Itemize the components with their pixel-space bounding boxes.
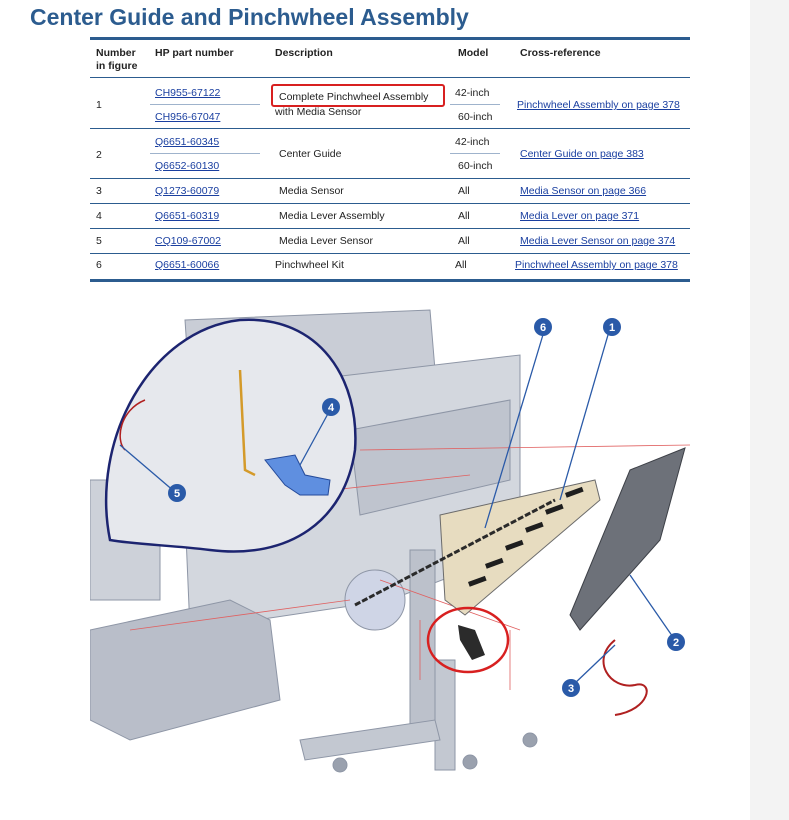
callout-6: 6 xyxy=(534,318,552,336)
callout-5-label: 5 xyxy=(174,488,180,500)
pinchwheel-assembly-illustration xyxy=(354,479,601,616)
row3-model: All xyxy=(458,185,470,197)
row1-model-divider xyxy=(450,104,500,105)
document-page: Center Guide and Pinchwheel Assembly Num… xyxy=(0,0,750,820)
callout-1: 1 xyxy=(603,318,621,336)
highlight-box xyxy=(271,84,445,107)
row1-model-2: 60-inch xyxy=(458,111,493,123)
header-number-line1: Number xyxy=(96,47,136,59)
row2-part-link-2[interactable]: Q6652-60130 xyxy=(155,160,220,172)
row1-number: 1 xyxy=(96,99,102,111)
red-circle-highlight xyxy=(426,606,510,674)
row3-number: 3 xyxy=(96,185,102,197)
callout-6-label: 6 xyxy=(540,322,546,334)
row3-cross-reference-link[interactable]: Media Sensor on page 366 xyxy=(520,185,647,197)
callout-1-label: 1 xyxy=(609,322,615,334)
row2-part-link-1[interactable]: Q6651-60345 xyxy=(155,136,220,148)
callout-3: 3 xyxy=(562,679,580,697)
header-number: Number in figure xyxy=(96,47,137,73)
callout-3-label: 3 xyxy=(568,683,574,695)
row2-description: Center Guide xyxy=(279,148,342,160)
header-number-line2: in figure xyxy=(96,60,138,72)
center-guide-illustration xyxy=(569,447,686,631)
row5-cross-reference-link[interactable]: Media Lever Sensor on page 374 xyxy=(520,235,676,247)
row6-part-link[interactable]: Q6651-60066 xyxy=(155,259,220,271)
row5-model: All xyxy=(458,235,470,247)
row2-model-2: 60-inch xyxy=(458,160,493,172)
row5-part-link[interactable]: CQ109-67002 xyxy=(155,235,221,247)
row4-description: Media Lever Assembly xyxy=(279,210,385,222)
row4-separator xyxy=(90,228,690,229)
row2-number: 2 xyxy=(96,149,102,161)
exploded-view-figure: 1 2 3 4 5 6 xyxy=(90,309,690,773)
row4-cross-reference-link[interactable]: Media Lever on page 371 xyxy=(520,210,640,222)
callout-4: 4 xyxy=(322,398,340,416)
media-sensor-cable xyxy=(602,639,648,716)
table-top-rule xyxy=(90,37,690,40)
row6-cross-reference-link[interactable]: Pinchwheel Assembly on page 378 xyxy=(515,259,678,271)
header-description: Description xyxy=(275,47,333,59)
row2-part-divider xyxy=(150,153,260,154)
row1-separator xyxy=(90,128,690,129)
row3-part-link[interactable]: Q1273-60079 xyxy=(155,185,220,197)
row3-description: Media Sensor xyxy=(279,185,344,197)
header-cross-reference: Cross-reference xyxy=(520,47,601,59)
row2-model-divider xyxy=(450,153,500,154)
row5-separator xyxy=(90,253,690,254)
row1-part-link-1[interactable]: CH955-67122 xyxy=(155,87,221,99)
page-title: Center Guide and Pinchwheel Assembly xyxy=(30,4,469,30)
row1-description-line1: Complete Pinchwheel Assembly xyxy=(279,91,429,103)
row1-model-1: 42-inch xyxy=(455,87,490,99)
row4-part-link[interactable]: Q6651-60319 xyxy=(155,210,220,222)
header-separator xyxy=(90,77,690,78)
callout-4-label: 4 xyxy=(328,402,335,414)
table-bottom-rule xyxy=(90,279,690,282)
row5-number: 5 xyxy=(96,235,102,247)
header-model: Model xyxy=(458,47,489,59)
row4-model: All xyxy=(458,210,470,222)
row1-description-line2: with Media Sensor xyxy=(275,106,362,118)
detail-magnified-inset xyxy=(104,318,357,553)
row6-model: All xyxy=(455,259,467,271)
callout-leader-lines xyxy=(119,327,676,686)
row1-part-divider xyxy=(150,104,260,105)
row1-part-link-2[interactable]: CH956-67047 xyxy=(155,111,221,123)
row2-cross-reference-link[interactable]: Center Guide on page 383 xyxy=(520,148,644,160)
row6-description: Pinchwheel Kit xyxy=(275,259,344,271)
callout-5: 5 xyxy=(168,484,186,502)
callout-2-label: 2 xyxy=(673,637,679,649)
row4-number: 4 xyxy=(96,210,102,222)
row3-separator xyxy=(90,203,690,204)
row2-separator xyxy=(90,178,690,179)
row5-description: Media Lever Sensor xyxy=(279,235,373,247)
row6-number: 6 xyxy=(96,259,102,271)
callout-2: 2 xyxy=(667,633,685,651)
row2-model-1: 42-inch xyxy=(455,136,490,148)
row1-cross-reference-link[interactable]: Pinchwheel Assembly on page 378 xyxy=(517,99,680,111)
media-lever-part xyxy=(458,625,485,660)
header-part: HP part number xyxy=(155,47,234,59)
